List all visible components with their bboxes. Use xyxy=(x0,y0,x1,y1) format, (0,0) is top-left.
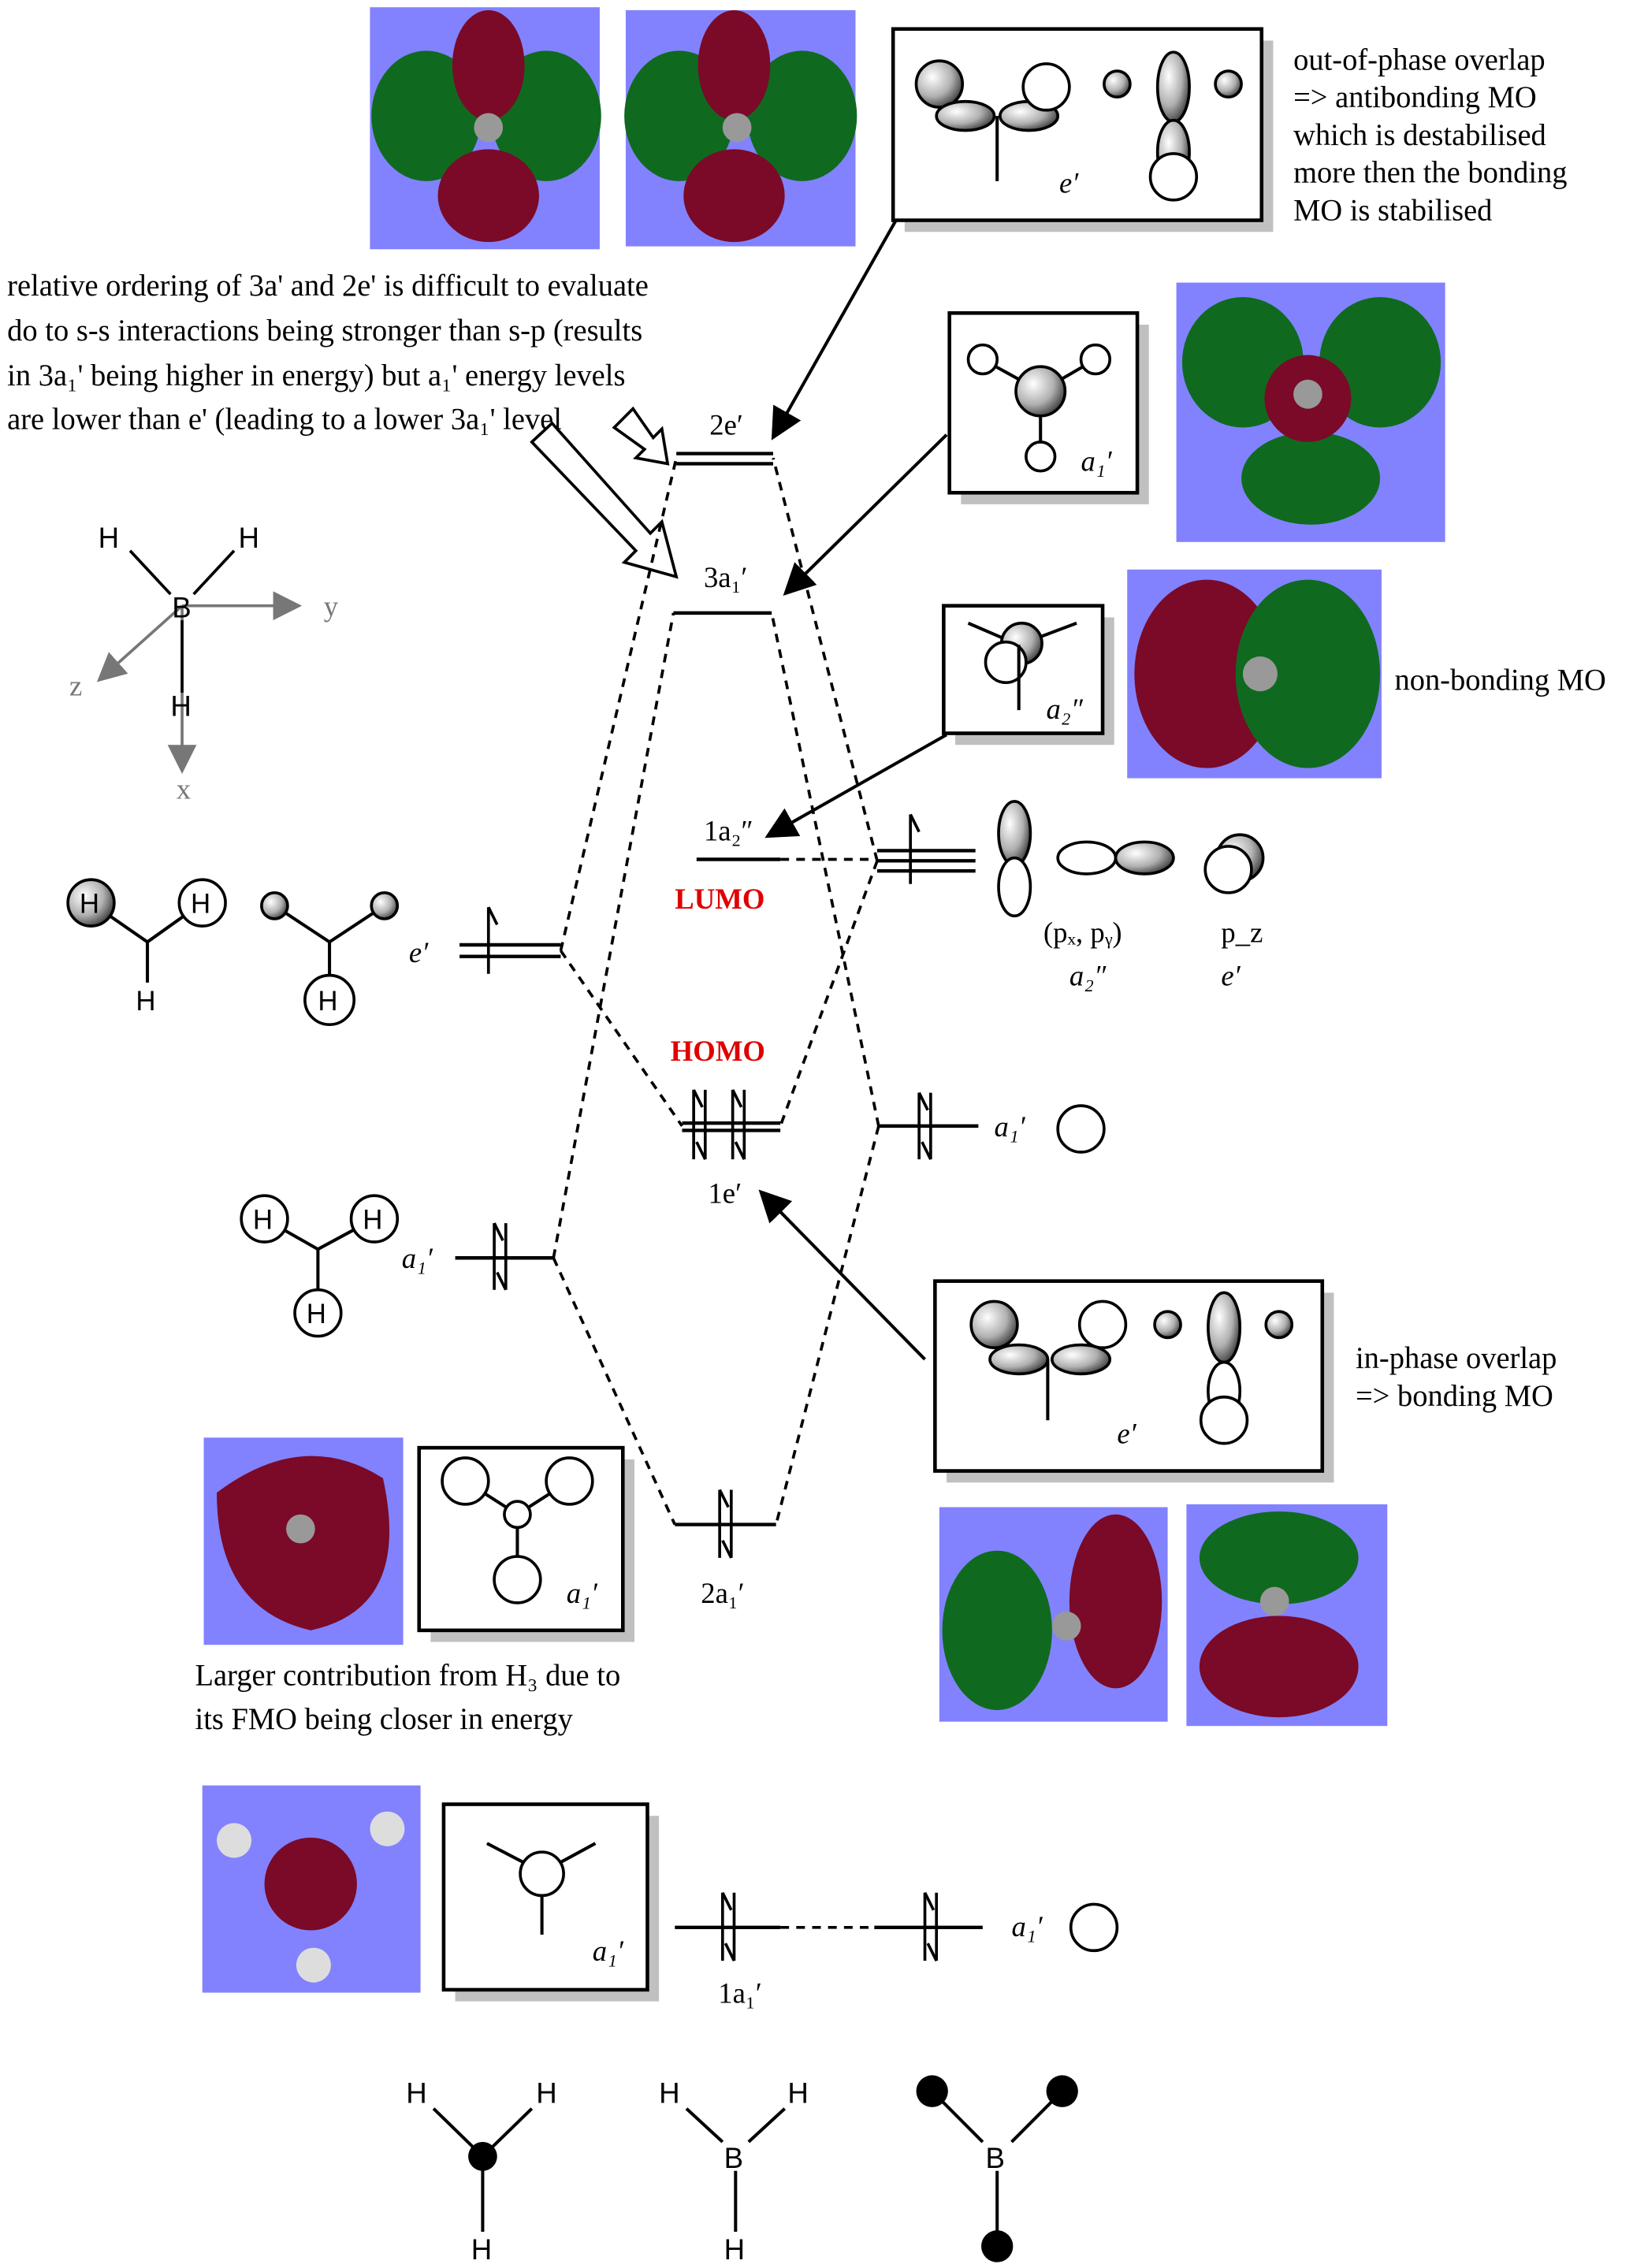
hollow-arrow-icon xyxy=(612,406,670,466)
orbital-box-a1-lower: a₁′ xyxy=(417,1445,634,1642)
svg-text:H: H xyxy=(191,889,210,920)
svg-text:a₁′: a₁′ xyxy=(402,1242,433,1274)
molecule-bh3: H H B H xyxy=(659,2077,809,2266)
svg-text:e′: e′ xyxy=(409,936,429,969)
svg-text:p_z: p_z xyxy=(1221,916,1263,948)
svg-text:Larger contribution from H₃ du: Larger contribution from H₃ due to xyxy=(195,1660,621,1693)
svg-text:H: H xyxy=(253,1204,273,1235)
svg-text:H: H xyxy=(80,889,99,920)
svg-text:do to s-s interactions being s: do to s-s interactions being stronger th… xyxy=(7,314,642,348)
lumo-label: LUMO xyxy=(675,883,764,915)
svg-text:relative ordering of 3a' and 2: relative ordering of 3a' and 2e' is diff… xyxy=(7,270,649,303)
note-nonbonding: non-bonding MO xyxy=(1394,664,1605,697)
svg-text:out-of-phase overlap: out-of-phase overlap xyxy=(1293,43,1546,76)
boron-2s-level: a₁′ xyxy=(878,1091,1106,1161)
svg-text:1a₁′: 1a₁′ xyxy=(718,1976,761,2009)
note-antibonding: out-of-phase overlap => antibonding MO w… xyxy=(1293,43,1567,227)
svg-text:H: H xyxy=(307,1299,326,1329)
svg-text:H: H xyxy=(170,690,191,722)
svg-text:H: H xyxy=(363,1204,382,1235)
boron-p-levels: (pₓ, pᵧ) a₂″ p_z e′ xyxy=(877,800,1265,992)
svg-text:H: H xyxy=(536,2077,556,2109)
level-1a1: 1a₁′ xyxy=(675,1891,875,2009)
mo-surface-1a1 xyxy=(202,1785,421,1993)
svg-text:H: H xyxy=(318,986,337,1017)
note-bonding: in-phase overlap => bonding MO xyxy=(1356,1342,1557,1413)
level-2e: 2e′ xyxy=(676,409,773,466)
mo-surface-2a1 xyxy=(203,1437,404,1645)
svg-text:which is destabilised: which is destabilised xyxy=(1293,119,1546,152)
note-ordering: relative ordering of 3a' and 2e' is diff… xyxy=(7,270,649,436)
svg-text:H: H xyxy=(787,2077,808,2109)
svg-text:H: H xyxy=(471,2233,492,2266)
svg-text:=> bonding MO: => bonding MO xyxy=(1356,1380,1553,1413)
svg-text:are lower than e' (leading to: are lower than e' (leading to a lower 3a… xyxy=(7,403,562,436)
mo-surface-1e-b xyxy=(1186,1504,1388,1727)
svg-text:H: H xyxy=(136,986,155,1017)
svg-text:a₁′: a₁′ xyxy=(567,1577,598,1609)
svg-text:H: H xyxy=(239,522,259,554)
boron-1s-level: a₁′ xyxy=(874,1891,1119,1961)
svg-text:a₁′: a₁′ xyxy=(593,1935,624,1967)
svg-text:a₁′: a₁′ xyxy=(995,1110,1026,1143)
mo-surface-a2 xyxy=(1127,569,1382,779)
hollow-arrow-icon xyxy=(530,421,679,579)
svg-text:=> antibonding MO: => antibonding MO xyxy=(1293,81,1537,114)
svg-text:H: H xyxy=(659,2077,679,2109)
level-2a1: 2a₁′ xyxy=(675,1489,776,1609)
svg-text:3a₁′: 3a₁′ xyxy=(704,561,747,593)
orbital-box-top-e: e′ xyxy=(891,27,1274,232)
svg-text:a₁′: a₁′ xyxy=(1081,445,1113,478)
svg-text:a₂″: a₂″ xyxy=(1069,959,1107,991)
pointer-arrows xyxy=(758,219,948,1361)
svg-text:in-phase overlap: in-phase overlap xyxy=(1356,1342,1557,1375)
svg-text:a₁′: a₁′ xyxy=(1012,1910,1043,1943)
svg-text:e′: e′ xyxy=(1117,1418,1136,1450)
svg-text:(pₓ, pᵧ): (pₓ, pᵧ) xyxy=(1043,916,1122,948)
svg-text:x: x xyxy=(177,772,191,805)
svg-text:B: B xyxy=(724,2142,743,2174)
svg-text:1e′: 1e′ xyxy=(708,1177,742,1209)
svg-text:H: H xyxy=(724,2233,745,2266)
svg-text:z: z xyxy=(69,670,82,702)
svg-text:H: H xyxy=(99,522,119,554)
svg-text:B: B xyxy=(986,2142,1005,2174)
svg-text:MO is stabilised: MO is stabilised xyxy=(1293,194,1492,227)
svg-text:y: y xyxy=(324,590,339,623)
h3-a1-level: a₁′ H H H xyxy=(240,1194,554,1338)
svg-text:e′: e′ xyxy=(1221,959,1241,991)
svg-text:H: H xyxy=(406,2077,426,2109)
note-h3-contribution: Larger contribution from H₃ due to its F… xyxy=(195,1660,621,1736)
orbital-box-a1-upper: a₁′ xyxy=(947,310,1149,504)
orbital-box-a2: a₂″ xyxy=(942,604,1114,745)
svg-text:a₂″: a₂″ xyxy=(1047,693,1084,725)
mo-surface-2e-b xyxy=(624,9,857,247)
orbital-box-a1-core: a₁′ xyxy=(441,1802,660,2002)
homo-label: HOMO xyxy=(671,1035,765,1067)
mo-surface-3a1 xyxy=(1176,282,1445,542)
svg-text:its FMO being closer in energy: its FMO being closer in energy xyxy=(195,1703,574,1736)
svg-text:more then the bonding: more then the bonding xyxy=(1293,157,1567,190)
molecule-b-fragment: B xyxy=(916,2075,1078,2262)
level-1a2: 1a₂″ LUMO xyxy=(675,815,781,915)
level-3a1: 3a₁′ xyxy=(673,561,772,615)
coordinate-axes: H H B H y z x xyxy=(69,522,339,805)
correlation-lines xyxy=(552,457,880,1526)
svg-text:2a₁′: 2a₁′ xyxy=(701,1577,744,1609)
svg-text:B: B xyxy=(172,591,191,623)
svg-text:in 3a₁' being higher in energy: in 3a₁' being higher in energy) but a₁' … xyxy=(7,359,625,392)
svg-text:1a₂″: 1a₂″ xyxy=(704,815,753,847)
mo-surface-1e-a xyxy=(939,1507,1168,1722)
h3-e-level: e′ H H H H xyxy=(66,878,561,1026)
svg-text:2e′: 2e′ xyxy=(709,409,743,441)
level-1e: HOMO 1e′ xyxy=(671,1035,781,1209)
molecule-h3: H H H xyxy=(406,2077,557,2266)
symmetry-label: e′ xyxy=(1059,167,1079,199)
mo-surface-2e-a xyxy=(370,7,601,250)
orbital-box-bottom-e: e′ xyxy=(933,1279,1334,1483)
